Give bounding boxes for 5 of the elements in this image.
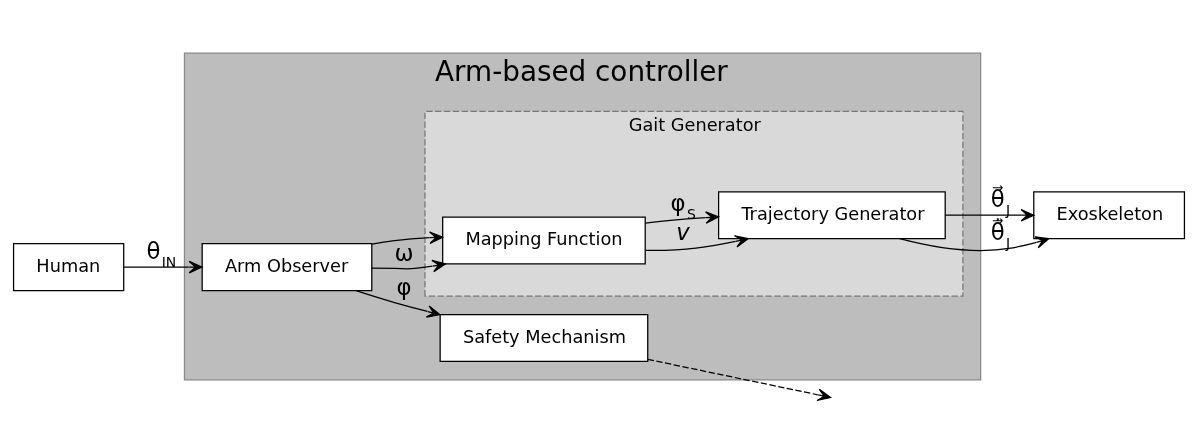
edge-label: v xyxy=(676,218,690,245)
edge-label: θ$_{IN}$ xyxy=(146,237,177,270)
edge-label: ω xyxy=(394,240,414,267)
edge-label: φ xyxy=(396,274,412,301)
edge-label: θ⃗$_{J}$ xyxy=(990,185,1011,218)
